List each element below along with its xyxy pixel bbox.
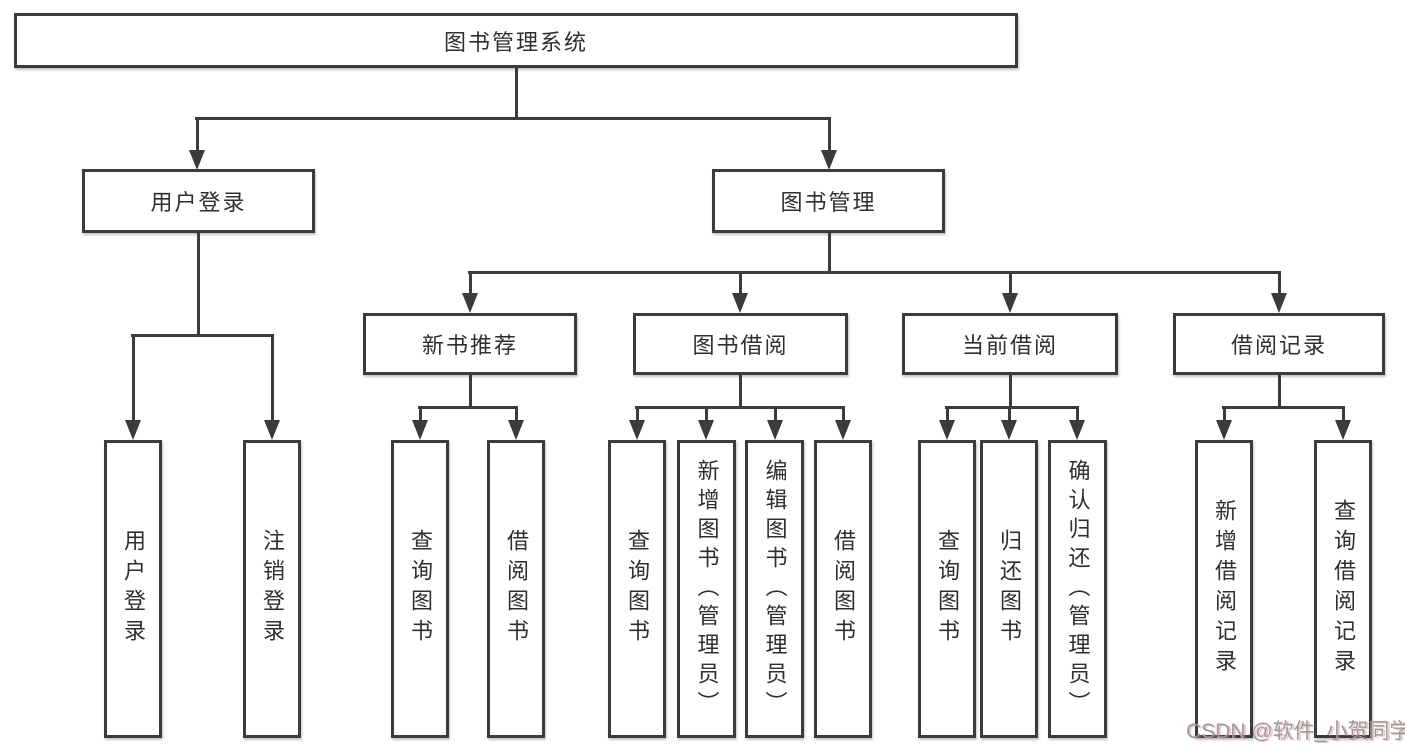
leaf-cb-return-books: 归还图书 (980, 440, 1038, 738)
leaf-logout-login-label: 注销登录 (260, 529, 285, 649)
node-user-login: 用户登录 (82, 169, 315, 233)
leaf-user-login: 用户登录 (104, 440, 162, 738)
node-borrow-records: 借阅记录 (1173, 313, 1385, 375)
connector-line (1222, 405, 1345, 409)
arrowhead-down-icon (939, 420, 955, 440)
connector-line (468, 375, 472, 409)
arrowhead-down-icon (1002, 293, 1018, 313)
leaf-logout-login: 注销登录 (243, 440, 301, 738)
connector-line (1277, 375, 1281, 409)
leaf-nbr-borrow-books-label: 借阅图书 (504, 529, 529, 649)
arrowhead-down-icon (835, 420, 851, 440)
arrowhead-down-icon (412, 420, 428, 440)
connector-line (195, 116, 831, 120)
connector-line (1007, 406, 1011, 424)
leaf-bb-query-books-label: 查询图书 (625, 529, 650, 649)
leaf-bb-edit-books-admin: 编辑图书（管理员） (745, 440, 804, 738)
node-book-management-label: 图书管理 (780, 190, 877, 215)
arrowhead-down-icon (1271, 293, 1287, 313)
connector-line (1277, 271, 1281, 297)
connector-line (827, 233, 831, 274)
node-new-book-recommend-label: 新书推荐 (421, 333, 518, 358)
arrowhead-down-icon (732, 293, 748, 313)
leaf-bb-add-books-admin: 新增图书（管理员） (677, 440, 736, 738)
leaf-bb-edit-books-admin-label: 编辑图书（管理员） (762, 458, 788, 720)
connector-line (635, 406, 639, 424)
arrowhead-down-icon (767, 420, 783, 440)
leaf-cb-return-books-label: 归还图书 (997, 529, 1022, 649)
connector-line (827, 117, 831, 154)
node-book-borrowing-label: 图书借阅 (692, 333, 789, 358)
arrowhead-down-icon (189, 150, 205, 170)
leaf-br-add-record-label: 新增借阅记录 (1212, 499, 1237, 679)
arrowhead-down-icon (1216, 420, 1232, 440)
leaf-bb-borrow-books-label: 借阅图书 (831, 529, 856, 649)
connector-line (514, 68, 518, 119)
connector-line (1008, 375, 1012, 409)
arrowhead-down-icon (462, 293, 478, 313)
connector-line (270, 334, 274, 424)
connector-line (131, 333, 274, 337)
connector-line (1075, 406, 1079, 424)
connector-line (131, 334, 135, 424)
node-user-login-label: 用户登录 (150, 190, 247, 215)
connector-line (1008, 271, 1012, 297)
node-current-borrowing: 当前借阅 (902, 313, 1118, 375)
leaf-cb-confirm-return-admin: 确认归还（管理员） (1048, 440, 1107, 738)
arrowhead-down-icon (1069, 420, 1085, 440)
leaf-br-query-record-label: 查询借阅记录 (1331, 499, 1356, 679)
connector-line (945, 405, 1079, 409)
connector-line (514, 406, 518, 424)
arrowhead-down-icon (698, 420, 714, 440)
leaf-cb-confirm-return-admin-label: 确认归还（管理员） (1065, 458, 1091, 720)
arrowhead-down-icon (1335, 420, 1351, 440)
leaf-bb-query-books: 查询图书 (608, 440, 666, 738)
connector-line (704, 406, 708, 424)
leaf-user-login-label: 用户登录 (121, 529, 146, 649)
connector-line (418, 406, 422, 424)
connector-line (196, 233, 200, 337)
connector-line (945, 406, 949, 424)
arrowhead-down-icon (821, 150, 837, 170)
arrowhead-down-icon (264, 420, 280, 440)
node-borrow-records-label: 借阅记录 (1230, 333, 1327, 358)
arrowhead-down-icon (1001, 420, 1017, 440)
connector-line (773, 406, 777, 424)
connector-line (195, 117, 199, 154)
connector-line (841, 406, 845, 424)
connector-line (468, 271, 472, 297)
connector-line (418, 405, 518, 409)
connector-line (635, 405, 845, 409)
leaf-br-query-record: 查询借阅记录 (1314, 440, 1372, 738)
node-system-root: 图书管理系统 (14, 13, 1018, 68)
arrowhead-down-icon (629, 420, 645, 440)
leaf-cb-query-books-label: 查询图书 (935, 529, 960, 649)
node-new-book-recommend: 新书推荐 (363, 313, 577, 375)
node-book-borrowing: 图书借阅 (633, 313, 848, 375)
node-book-management: 图书管理 (712, 169, 945, 233)
watermark-text: CSDN @软件_小贺同学 (1186, 720, 1405, 743)
leaf-br-add-record: 新增借阅记录 (1195, 440, 1253, 738)
leaf-nbr-query-books: 查询图书 (391, 440, 449, 738)
leaf-bb-borrow-books: 借阅图书 (814, 440, 872, 738)
connector-line (738, 375, 742, 409)
leaf-nbr-borrow-books: 借阅图书 (487, 440, 545, 738)
connector-line (468, 270, 1281, 274)
connector-line (1341, 406, 1345, 424)
connector-line (738, 271, 742, 297)
arrowhead-down-icon (125, 420, 141, 440)
leaf-cb-query-books: 查询图书 (918, 440, 976, 738)
leaf-bb-add-books-admin-label: 新增图书（管理员） (694, 458, 720, 720)
leaf-nbr-query-books-label: 查询图书 (408, 529, 433, 649)
arrowhead-down-icon (508, 420, 524, 440)
node-current-borrowing-label: 当前借阅 (961, 333, 1058, 358)
connector-line (1222, 406, 1226, 424)
node-system-root-label: 图书管理系统 (443, 29, 588, 55)
